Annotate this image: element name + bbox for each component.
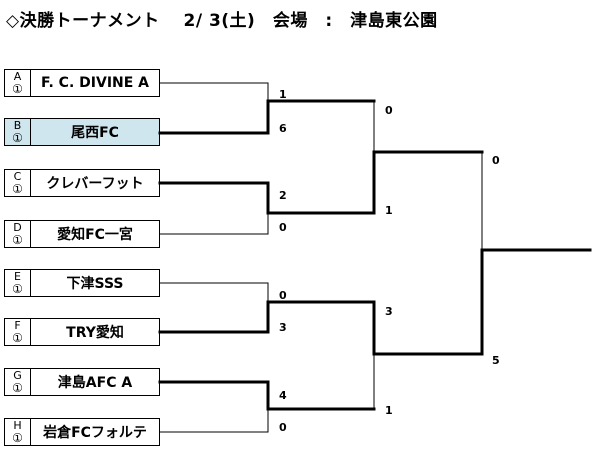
team-box-e: E ① 下津SSS [4, 269, 160, 297]
team-box-b: B ① 尾西FC [4, 118, 160, 146]
bracket-line-a [159, 82, 269, 102]
score-r1-m1-top: 1 [279, 88, 287, 101]
team-name: 下津SSS [66, 276, 124, 292]
team-name: F. C. DIVINE A [40, 75, 150, 91]
team-box-d: D ① 愛知FC一宮 [4, 220, 160, 248]
score-sf1-top: 0 [385, 104, 393, 117]
seed-letter: E [14, 270, 21, 283]
score-final-top: 0 [492, 154, 500, 167]
seed-cell: F ① [5, 319, 31, 345]
bracket-line-c [158, 181, 376, 215]
score-r1-m3-top: 0 [279, 289, 287, 302]
bracket-line-d [159, 212, 269, 235]
bracket-line-e [159, 282, 269, 303]
bracket-line-h [159, 408, 269, 433]
seed-letter: C [13, 170, 22, 183]
bracket-line-f [158, 300, 376, 334]
team-name: 岩倉FCフォルテ [43, 425, 147, 441]
seed-cell: B ① [5, 119, 31, 145]
team-box-c: C ① クレバーフット [4, 169, 160, 197]
score-sf1-bottom: 1 [385, 204, 393, 217]
seed-rank: ① [12, 82, 23, 96]
score-final-bottom: 5 [492, 354, 500, 367]
team-name: クレバーフット [46, 176, 144, 192]
seed-letter: D [13, 221, 22, 234]
team-box-a: A ① F. C. DIVINE A [4, 69, 160, 97]
bracket-line-b [158, 99, 376, 135]
seed-cell: H ① [5, 419, 31, 445]
seed-letter: F [14, 319, 21, 332]
bracket-line-sf1-bottom [372, 150, 484, 215]
score-r1-m4-top: 4 [279, 389, 287, 402]
seed-cell: D ① [5, 221, 31, 247]
seed-rank: ① [12, 282, 23, 296]
seed-letter: H [13, 419, 22, 432]
seed-cell: E ① [5, 270, 31, 296]
seed-rank: ① [12, 233, 23, 247]
seed-letter: G [13, 369, 22, 382]
score-sf2-top: 3 [385, 305, 393, 318]
score-r1-m2-top: 2 [279, 189, 287, 202]
seed-cell: A ① [5, 70, 31, 96]
seed-rank: ① [12, 381, 23, 395]
seed-rank: ① [12, 331, 23, 345]
seed-rank: ① [12, 182, 23, 196]
team-name: 尾西FC [31, 119, 159, 145]
bracket-line-g [158, 380, 376, 411]
seed-rank: ① [12, 131, 23, 145]
team-box-f: F ① TRY愛知 [4, 318, 160, 346]
team-box-h: H ① 岩倉FCフォルテ [4, 418, 160, 446]
score-r1-m3-bottom: 3 [279, 321, 287, 334]
page-title: ◇決勝トーナメント 2/ 3(土) 会場 : 津島東公園 [6, 11, 438, 31]
score-sf2-bottom: 1 [385, 404, 393, 417]
seed-cell: C ① [5, 170, 31, 196]
seed-letter: B [13, 119, 22, 132]
seed-cell: G ① [5, 369, 31, 395]
score-r1-m2-bottom: 0 [279, 221, 287, 234]
score-r1-m4-bottom: 0 [279, 421, 287, 434]
team-name: TRY愛知 [66, 325, 124, 341]
bracket-line-final-bottom [480, 248, 592, 356]
team-name: 津島AFC A [57, 375, 133, 391]
score-r1-m1-bottom: 6 [279, 122, 287, 135]
team-name: 愛知FC一宮 [57, 227, 133, 243]
seed-letter: A [13, 70, 22, 83]
seed-rank: ① [12, 431, 23, 445]
